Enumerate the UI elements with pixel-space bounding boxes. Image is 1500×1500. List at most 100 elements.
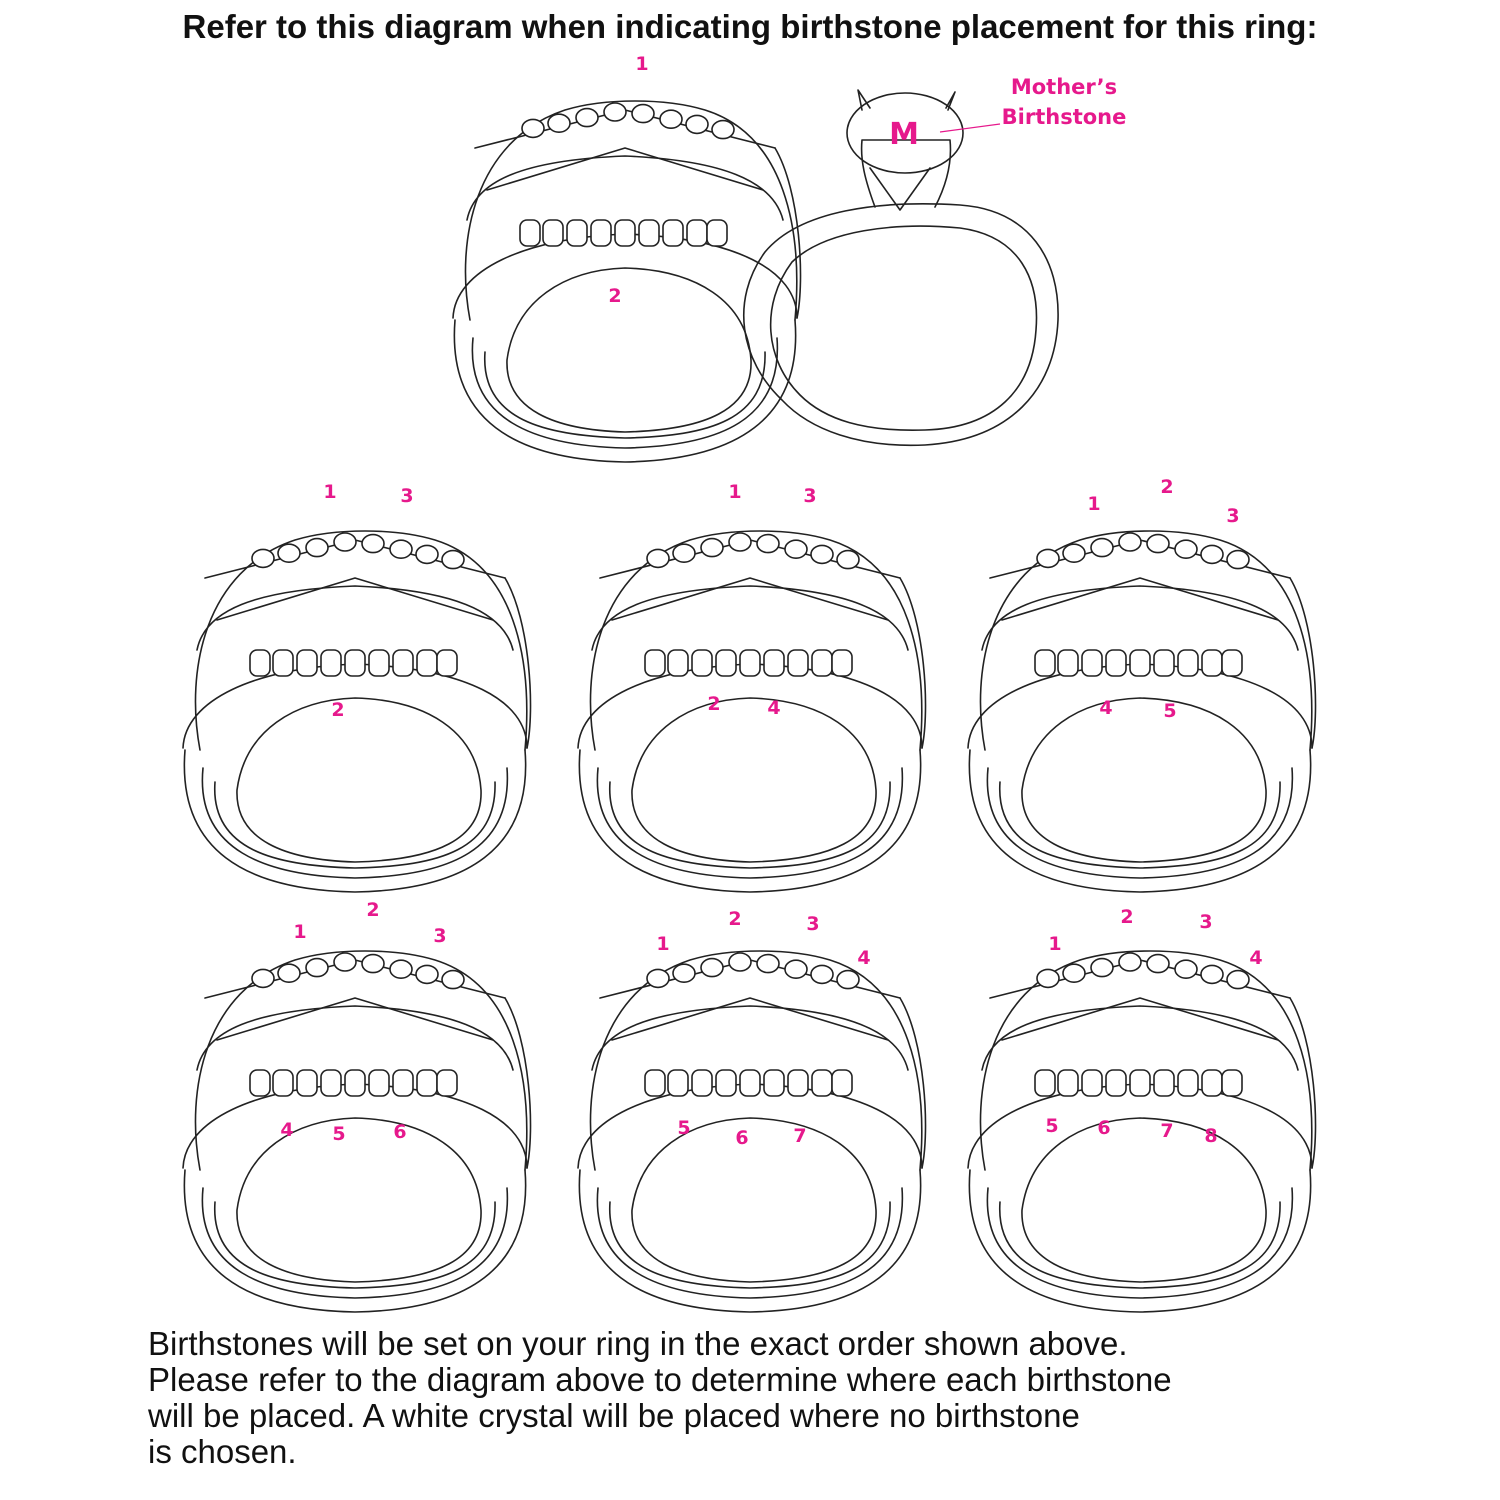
top-stone xyxy=(305,957,329,978)
band-stone xyxy=(344,1069,366,1097)
top-stone xyxy=(521,118,545,139)
band-stone xyxy=(1057,1069,1079,1097)
stone-position-label: 6 xyxy=(735,1127,748,1149)
ring-diagram-2-stones: 12 xyxy=(452,53,802,463)
stone-position-label: 4 xyxy=(857,947,870,969)
band-stone xyxy=(691,649,713,677)
stone-position-label: 4 xyxy=(280,1119,293,1141)
stone-position-label: 1 xyxy=(323,481,336,503)
top-stone xyxy=(728,952,752,972)
ring-outline xyxy=(183,1169,527,1313)
ring-outline xyxy=(216,577,494,621)
ring-outline xyxy=(464,100,798,321)
top-stone xyxy=(333,532,357,552)
band-stone xyxy=(1221,649,1243,677)
ring-outline xyxy=(196,585,514,651)
band-stone xyxy=(644,649,666,677)
ring-outline xyxy=(589,530,923,751)
ring-outline xyxy=(611,577,889,621)
top-stone xyxy=(1062,543,1086,563)
top-stone xyxy=(305,537,329,558)
stone-position-label: 5 xyxy=(677,1117,690,1139)
ring-outline xyxy=(504,577,532,749)
ring-outline xyxy=(236,1117,482,1283)
mothers-stone-letter: M xyxy=(889,117,919,152)
band-stone xyxy=(1177,649,1199,677)
stone-position-label: 2 xyxy=(608,285,621,307)
band-stone xyxy=(436,649,458,677)
stone-position-label: 2 xyxy=(1160,476,1173,498)
band-stone xyxy=(368,1069,390,1097)
band-stone xyxy=(644,1069,666,1097)
top-stone xyxy=(1200,544,1224,565)
band-stone xyxy=(1034,1069,1056,1097)
band-stone xyxy=(1201,649,1223,677)
top-stone xyxy=(1090,537,1114,558)
top-stone xyxy=(277,963,301,983)
stone-position-label: 3 xyxy=(1226,505,1239,527)
top-stone xyxy=(603,102,627,122)
band-stone xyxy=(787,649,809,677)
band-stone xyxy=(296,1069,318,1097)
top-stone xyxy=(1036,548,1060,569)
top-stone xyxy=(646,548,670,569)
mothers-ring xyxy=(742,89,1059,447)
band-stone xyxy=(272,1069,294,1097)
top-stone xyxy=(659,109,683,129)
ring-outline xyxy=(591,585,909,651)
band-stone xyxy=(1081,649,1103,677)
ring-outline xyxy=(899,577,927,749)
band-stone xyxy=(1153,649,1175,677)
ring-outline xyxy=(484,351,766,439)
ring-outline xyxy=(611,997,889,1041)
ring-outline xyxy=(453,319,797,463)
top-stone xyxy=(784,959,808,979)
band-stone xyxy=(1153,1069,1175,1097)
band-stone xyxy=(1129,1069,1151,1097)
band-stone xyxy=(763,649,785,677)
ring-outline xyxy=(1289,577,1317,749)
top-stone xyxy=(251,968,275,989)
footer-line-4: is chosen. xyxy=(148,1433,297,1470)
band-stone xyxy=(715,1069,737,1097)
ring-outline xyxy=(1021,697,1267,863)
band-stone xyxy=(1034,649,1056,677)
band-stone xyxy=(638,219,660,247)
stone-position-label: 1 xyxy=(728,481,741,503)
stone-position-label: 2 xyxy=(1120,906,1133,928)
ring-outline xyxy=(486,147,764,191)
top-stone xyxy=(1174,959,1198,979)
ring-outline xyxy=(194,530,528,751)
band-stone xyxy=(272,649,294,677)
top-stone xyxy=(389,959,413,979)
top-stone xyxy=(575,107,599,128)
top-stone xyxy=(277,543,301,563)
mothers-label-line2: Birthstone xyxy=(1002,105,1127,129)
stone-position-label: 6 xyxy=(393,1121,406,1143)
ring-outline xyxy=(1001,997,1279,1041)
band-stone xyxy=(566,219,588,247)
stone-position-label: 3 xyxy=(400,485,413,507)
top-stone xyxy=(672,543,696,563)
stone-position-label: 4 xyxy=(767,697,780,719)
stone-position-label: 3 xyxy=(1199,911,1212,933)
top-stone xyxy=(810,544,834,565)
band-stone xyxy=(686,219,708,247)
stone-position-label: 3 xyxy=(433,925,446,947)
band-stone xyxy=(416,1069,438,1097)
ring-outline xyxy=(1001,577,1279,621)
ring-outline xyxy=(968,1169,1312,1313)
ring-outline xyxy=(981,1005,1299,1071)
top-stone xyxy=(1174,539,1198,559)
band-stone xyxy=(436,1069,458,1097)
top-stone xyxy=(672,963,696,983)
band-stone xyxy=(392,1069,414,1097)
footer-line-3: will be placed. A white crystal will be … xyxy=(148,1397,1080,1434)
band-stone xyxy=(344,649,366,677)
